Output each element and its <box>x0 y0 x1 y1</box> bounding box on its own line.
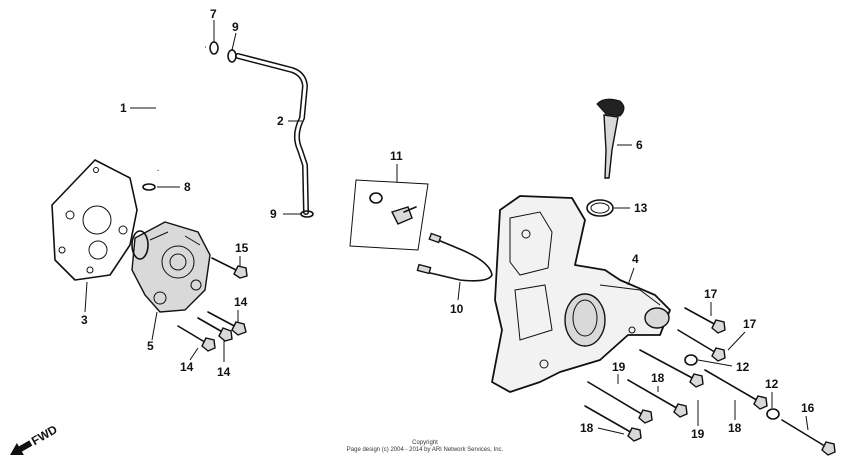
callout-18-c: 18 <box>580 421 594 435</box>
copyright-footer: Copyright Page design (c) 2004 - 2014 by… <box>0 440 850 454</box>
o-ring-13[interactable] <box>586 199 614 217</box>
callout-3: 3 <box>81 313 88 327</box>
oil-switch-box[interactable] <box>349 179 429 251</box>
callout-14-a: 14 <box>217 365 231 379</box>
tube-clip-8[interactable] <box>142 183 156 191</box>
callout-12-upper: 12 <box>736 360 750 374</box>
callout-labels: 1 2 3 4 5 6 7 8 9 9 10 11 12 12 13 14 14… <box>81 7 815 441</box>
callout-9-bottom: 9 <box>270 207 277 221</box>
right-crankcase-cover[interactable] <box>491 195 671 393</box>
bolt-17-upper[interactable] <box>684 307 726 334</box>
oil-dipstick[interactable] <box>596 98 625 179</box>
breather-tube-2[interactable] <box>235 53 309 215</box>
callout-19-a: 19 <box>612 360 626 374</box>
bolt-14-lower-right[interactable] <box>197 317 233 342</box>
callout-8: 8 <box>184 180 191 194</box>
oil-pump[interactable] <box>131 221 211 313</box>
callout-1: 1 <box>120 101 127 115</box>
callout-7: 7 <box>210 7 217 21</box>
bolt-14-lower-left[interactable] <box>177 325 216 352</box>
bolt-14-upper[interactable] <box>207 311 247 336</box>
callout-9-top: 9 <box>232 20 239 34</box>
bolt-16[interactable] <box>781 419 836 456</box>
bolt-19-upper[interactable] <box>639 349 704 388</box>
oil-pump-gasket[interactable] <box>51 159 138 281</box>
bolt-18-lower[interactable] <box>584 405 642 442</box>
bolt-15[interactable] <box>211 257 248 279</box>
tube-clip-7[interactable] <box>209 41 219 55</box>
breather-tube-1[interactable] <box>150 38 206 171</box>
callout-10: 10 <box>450 302 464 316</box>
callout-16: 16 <box>801 401 815 415</box>
callout-17-a: 17 <box>704 287 718 301</box>
leader-lines <box>84 20 809 435</box>
callout-4: 4 <box>632 252 639 266</box>
tube-clip-9-top[interactable] <box>227 49 237 63</box>
bolt-19-lower[interactable] <box>587 381 653 424</box>
oil-switch-wire[interactable] <box>416 232 493 282</box>
callout-15: 15 <box>235 241 249 255</box>
callout-14-c: 14 <box>180 360 194 374</box>
callout-18-b: 18 <box>728 421 742 435</box>
callout-6: 6 <box>636 138 643 152</box>
callout-18-a: 18 <box>651 371 665 385</box>
callout-12-lower: 12 <box>765 377 779 391</box>
callout-17-b: 17 <box>743 317 757 331</box>
bolt-17-lower[interactable] <box>677 329 726 362</box>
callout-5: 5 <box>147 339 154 353</box>
copyright-line-1: Copyright <box>412 440 438 446</box>
callout-2: 2 <box>277 114 284 128</box>
bolt-18-middle[interactable] <box>627 379 688 418</box>
bolt-18-upper[interactable] <box>704 369 768 410</box>
callout-14-b: 14 <box>234 295 248 309</box>
callout-19-b: 19 <box>691 427 705 441</box>
washer-12-lower[interactable] <box>766 408 780 420</box>
copyright-line-2: Page design (c) 2004 - 2014 by ARI Netwo… <box>346 447 504 453</box>
callout-13: 13 <box>634 201 648 215</box>
washer-12-upper[interactable] <box>684 354 698 366</box>
callout-11: 11 <box>390 149 403 163</box>
fwd-arrow-icon <box>10 440 33 456</box>
